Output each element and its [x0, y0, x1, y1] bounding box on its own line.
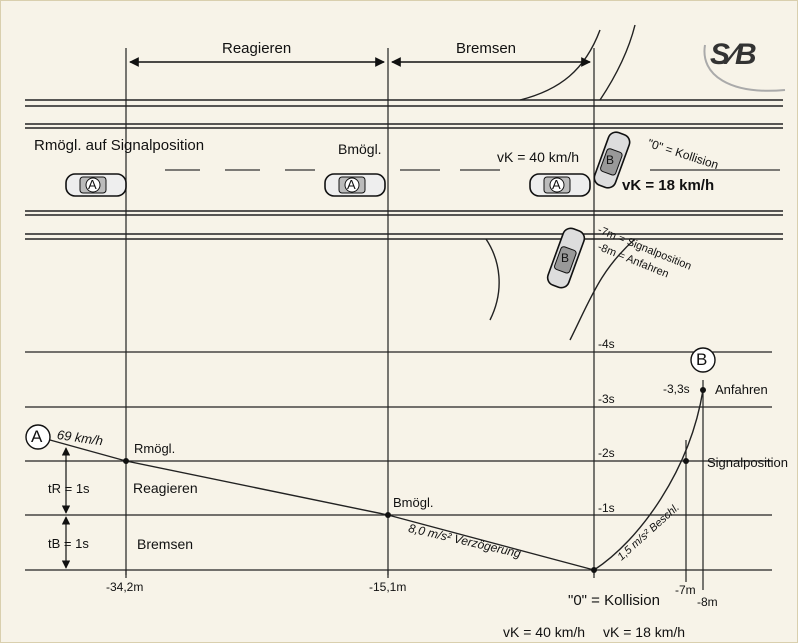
trajectory-a	[49, 439, 595, 571]
trajectory-points	[123, 387, 706, 573]
distance-ticks	[125, 570, 595, 578]
marker-b-circle	[690, 347, 716, 373]
b-mogl-label: Bmögl.	[393, 495, 434, 510]
vk18-bottom: vK = 18 km/h	[603, 624, 686, 640]
guide-lines	[125, 48, 704, 590]
marker-a-letter: A	[31, 427, 43, 446]
dist-tick-7: -7m	[675, 583, 696, 597]
car-a-letter-3: A	[552, 177, 561, 192]
logo: S⁄B	[710, 38, 757, 71]
trajectory-b	[593, 389, 704, 571]
dist-tick-34: -34,2m	[106, 580, 144, 594]
car-a-letter-1: A	[88, 177, 97, 192]
side-road	[485, 24, 636, 341]
vk40-bottom: vK = 40 km/h	[503, 624, 586, 640]
phase-reagieren: Reagieren	[222, 40, 292, 57]
tr-label: tR = 1s	[48, 481, 90, 496]
marker-a-circle	[25, 424, 51, 450]
car-b-kollision	[593, 131, 631, 189]
tb-label: tB = 1s	[48, 536, 89, 551]
time-grid	[25, 351, 772, 571]
logo-swoosh	[703, 44, 786, 92]
anfahren-label: Anfahren	[715, 382, 768, 397]
reagieren-label: Reagieren	[133, 480, 198, 496]
b-time-label: -3,3s	[663, 382, 690, 396]
dist-tick-8: -8m	[697, 595, 718, 609]
signalposition-label: Signalposition	[707, 455, 788, 470]
kollision-label: "0" = Kollision	[568, 592, 660, 609]
car-b-letter-1: B	[606, 153, 615, 167]
car-b-signal	[546, 227, 586, 289]
dist-tick-15: -15,1m	[369, 580, 407, 594]
road-label-b: Bmögl.	[338, 141, 382, 157]
road-label-vk40: vK = 40 km/h	[497, 149, 580, 165]
time-tick-3s: -3s	[598, 392, 615, 406]
r-mogl-label: Rmögl.	[134, 441, 176, 456]
time-tick-2s: -2s	[598, 446, 615, 460]
bremsen-label: Bremsen	[137, 536, 194, 552]
time-tick-4s: -4s	[598, 337, 615, 351]
phase-bremsen: Bremsen	[456, 40, 517, 57]
road-label-vk18: vK = 18 km/h	[622, 177, 715, 194]
time-tick-1s: -1s	[598, 501, 615, 515]
car-a-letter-2: A	[347, 177, 356, 192]
road-lines	[25, 99, 783, 240]
road-label-r: Rmögl. auf Signalposition	[34, 137, 205, 154]
car-b-letter-2: B	[561, 251, 570, 265]
marker-b-letter: B	[696, 350, 708, 369]
